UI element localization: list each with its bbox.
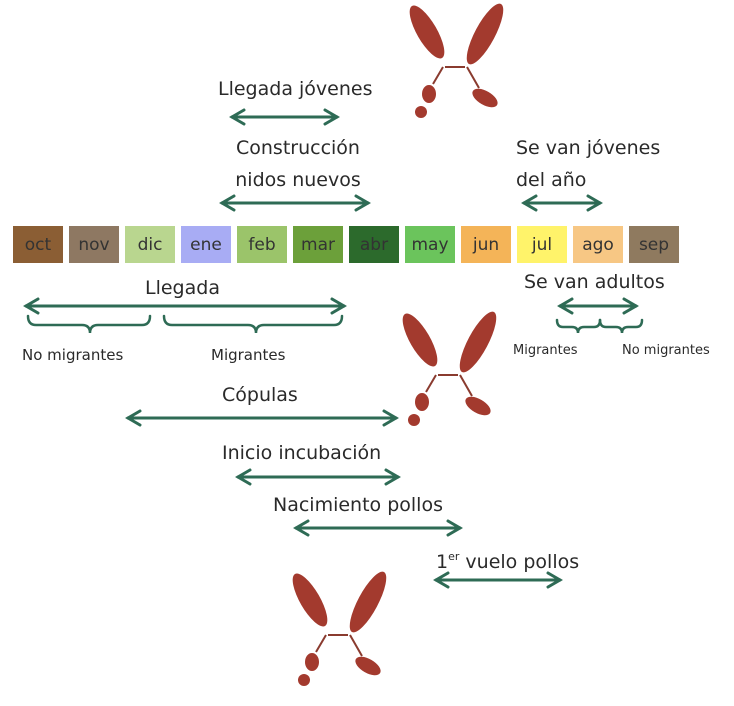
- inicio-incubacion-arrow: [235, 468, 401, 486]
- month-label: jul: [531, 234, 553, 255]
- primer-vuelo-number: 1: [436, 551, 449, 573]
- month-ene: ene: [181, 226, 231, 263]
- llegada-jovenes-arrow: [229, 108, 340, 126]
- construccion-label-line1: Construcción: [236, 137, 360, 159]
- llegada-arrow: [23, 297, 347, 315]
- month-sep: sep: [629, 226, 679, 263]
- migrantes-right-brace: [555, 318, 602, 334]
- month-label: abr: [359, 234, 389, 255]
- migrantes-left-label: Migrantes: [211, 346, 286, 364]
- primer-vuelo-superscript: er: [448, 550, 460, 563]
- nacimiento-pollos-arrow: [293, 519, 463, 537]
- month-mar: mar: [293, 226, 343, 263]
- se-van-adultos-label: Se van adultos: [524, 271, 665, 293]
- month-jun: jun: [461, 226, 511, 263]
- copulas-label: Cópulas: [222, 384, 298, 406]
- month-may: may: [405, 226, 455, 263]
- llegada-label: Llegada: [145, 277, 220, 299]
- primer-vuelo-text: vuelo pollos: [459, 551, 580, 573]
- stork-middle-illustration: [395, 306, 504, 427]
- stork-bottom-illustration: [285, 566, 394, 687]
- se-van-jovenes-label-line1: Se van jóvenes: [516, 137, 661, 159]
- no-migrantes-right-brace: [598, 318, 644, 334]
- month-label: jun: [472, 234, 500, 255]
- month-label: oct: [24, 234, 52, 255]
- migrantes-right-label: Migrantes: [513, 343, 578, 358]
- no-migrantes-left-label: No migrantes: [22, 346, 124, 364]
- migrantes-brace: [162, 314, 344, 334]
- inicio-incubacion-label: Inicio incubación: [222, 442, 382, 464]
- month-label: sep: [638, 234, 670, 255]
- primer-vuelo-arrow: [433, 571, 563, 589]
- construccion-arrow: [219, 194, 371, 212]
- month-label: ene: [190, 234, 222, 255]
- month-label: feb: [248, 234, 276, 255]
- month-nov: nov: [69, 226, 119, 263]
- month-dic: dic: [125, 226, 175, 263]
- se-van-adultos-arrow: [557, 297, 639, 315]
- month-label: may: [411, 234, 449, 255]
- month-label: dic: [137, 234, 163, 255]
- month-oct: oct: [13, 226, 63, 263]
- no-migrantes-brace: [26, 314, 152, 334]
- se-van-jovenes-arrow: [521, 194, 603, 212]
- month-ago: ago: [573, 226, 623, 263]
- copulas-arrow: [125, 409, 399, 427]
- month-jul: jul: [517, 226, 567, 263]
- month-abr: abr: [349, 226, 399, 263]
- nacimiento-pollos-label: Nacimiento pollos: [273, 494, 443, 516]
- month-label: nov: [78, 234, 110, 255]
- primer-vuelo-label: 1er vuelo pollos: [436, 546, 579, 573]
- stork-top-illustration: [402, 0, 511, 119]
- month-label: mar: [301, 234, 335, 255]
- construccion-label-line2: nidos nuevos: [235, 169, 361, 191]
- month-feb: feb: [237, 226, 287, 263]
- llegada-jovenes-label: Llegada jóvenes: [218, 78, 373, 100]
- month-label: ago: [582, 234, 614, 255]
- se-van-jovenes-label-line2: del año: [516, 169, 587, 191]
- no-migrantes-right-label: No migrantes: [622, 343, 710, 358]
